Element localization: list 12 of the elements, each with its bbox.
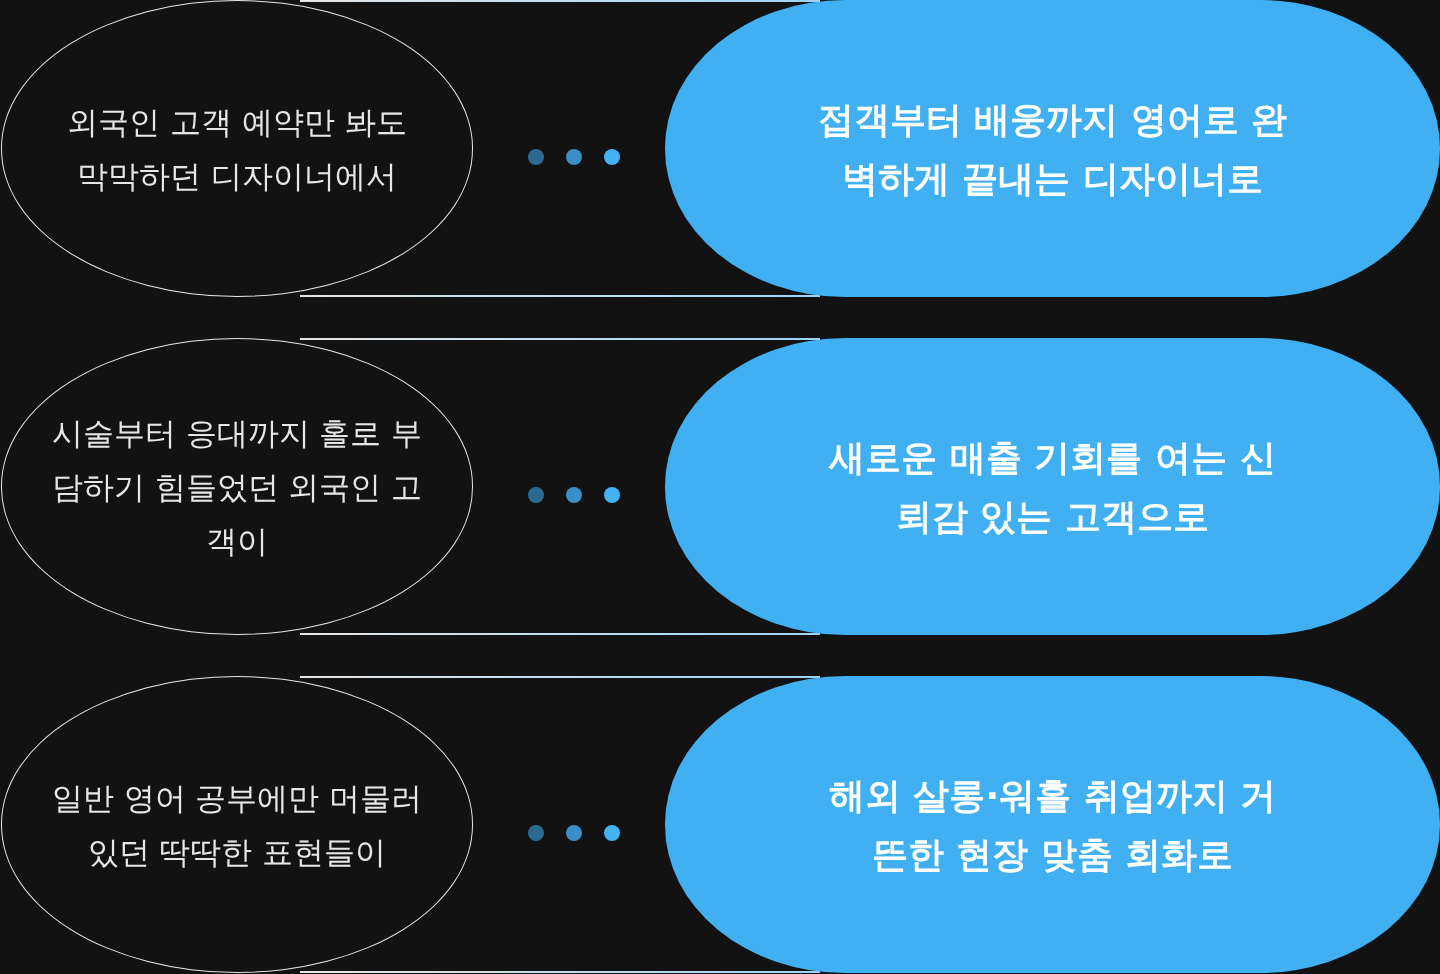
pill-text: 외국인 고객 예약만 봐도 막막하던 디자이너에서 xyxy=(66,102,408,196)
pill-text: 새로운 매출 기회를 여는 신뢰감 있는 고객으로 xyxy=(827,435,1277,539)
outlined-pill xyxy=(1,676,473,973)
filled-pill xyxy=(665,338,1440,635)
pill-text: 시술부터 응대까지 홀로 부담하기 힘들었던 외국인 고객이 xyxy=(50,413,424,561)
outlined-pill xyxy=(1,338,473,635)
outlined-pill xyxy=(1,0,473,297)
pill-text: 일반 영어 공부에만 머물러 있던 딱딱한 표현들이 xyxy=(50,778,424,872)
pill-text: 접객부터 배웅까지 영어로 완벽하게 끝내는 디자이너로 xyxy=(817,97,1288,201)
filled-pill xyxy=(665,676,1440,973)
pill-text: 해외 살롱·워홀 취업까지 거뜬한 현장 맞춤 회화로 xyxy=(827,773,1278,877)
filled-pill xyxy=(665,0,1440,297)
